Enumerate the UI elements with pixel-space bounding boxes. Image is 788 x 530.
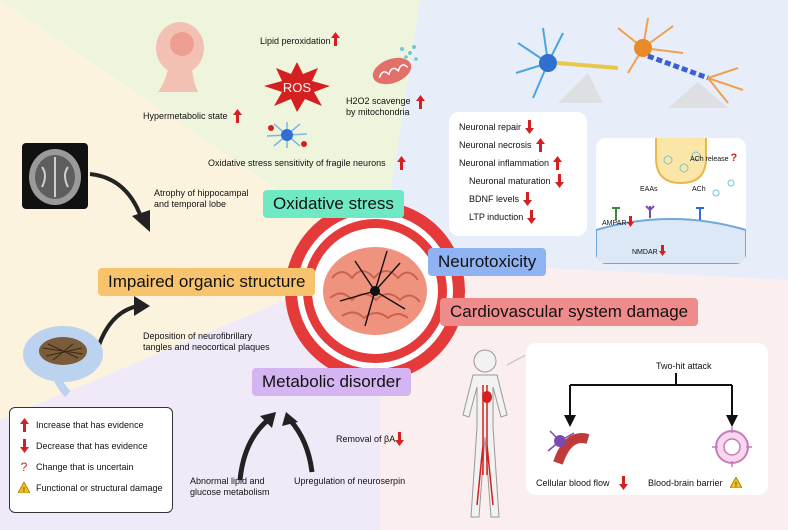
svg-text:!: !	[735, 482, 737, 488]
brain-scan-icon	[22, 143, 88, 209]
legend-text: Decrease that has evidence	[36, 440, 148, 451]
legend-item: ? Change that is uncertain	[18, 456, 164, 477]
decrease-arrow-icon	[627, 216, 634, 227]
neuro-effect-item: BDNF levels	[455, 190, 581, 208]
question-mark-icon: ?	[20, 459, 28, 474]
neuro-effect-item: Neuronal maturation	[455, 172, 581, 190]
synapse-card: ACh release ? EAAs ACh AMPAR NMDAR	[596, 138, 746, 264]
cellular-blood-flow-label: Cellular blood flow	[536, 478, 610, 488]
category-cardiovascular-damage: Cardiovascular system damage	[440, 298, 699, 326]
decrease-arrow-icon	[523, 192, 533, 206]
category-oxidative-stress: Oxidative stress	[263, 190, 404, 218]
category-neurotoxicity: Neurotoxicity	[428, 248, 547, 276]
legend-item: ! Functional or structural damage	[18, 477, 164, 498]
decrease-arrow-icon	[527, 210, 537, 224]
neuro-effect-text: LTP induction	[469, 212, 524, 222]
decrease-arrow-icon	[554, 174, 564, 188]
neuro-effect-text: Neuronal maturation	[469, 176, 551, 186]
warning-icon: !	[18, 482, 30, 493]
human-body-circulation-icon	[462, 349, 525, 518]
ros-burst-icon: ROS	[264, 62, 330, 112]
neurons-icon	[515, 18, 744, 108]
decrease-arrow-icon	[659, 245, 666, 256]
svg-text:!: !	[23, 487, 25, 493]
increase-arrow-icon	[535, 138, 545, 152]
legend-text: Functional or structural damage	[36, 482, 163, 493]
fragile-neuron-icon	[266, 122, 308, 148]
double-curved-arrow-icon	[237, 412, 315, 481]
neuro-effect-item: LTP induction	[455, 208, 581, 226]
increase-arrow-icon	[416, 95, 425, 109]
increase-arrow-icon	[19, 417, 29, 432]
increase-arrow-icon	[233, 109, 242, 123]
lipid-peroxidation-label: Lipid peroxidation	[260, 36, 331, 46]
blood-vessel-icon	[547, 430, 590, 465]
two-hit-connector	[564, 373, 738, 427]
warning-icon: !	[730, 477, 742, 488]
synapse-diagram	[596, 138, 746, 264]
legend-item: Increase that has evidence	[18, 414, 164, 435]
category-metabolic-disorder: Metabolic disorder	[252, 368, 411, 396]
increase-arrow-icon	[553, 156, 563, 170]
mitochondria-icon	[372, 45, 418, 85]
neuro-effect-item: Neuronal repair	[455, 118, 581, 136]
brain-plaques-icon	[23, 326, 103, 398]
two-hit-title: Two-hit attack	[656, 361, 712, 371]
neuro-effect-item: Neuronal inflammation	[455, 154, 581, 172]
ach-label: ACh	[692, 186, 706, 193]
neuro-effect-text: Neuronal repair	[459, 122, 522, 132]
neuro-effect-text: BDNF levels	[469, 194, 520, 204]
two-hit-attack-card: Two-hit attack Cellular blood flow Blood…	[526, 343, 768, 495]
blood-brain-barrier-icon	[712, 427, 752, 467]
legend-text: Increase that has evidence	[36, 419, 144, 430]
ach-release-label: ACh release ?	[690, 152, 738, 164]
fragile-neurons-label: Oxidative stress sensitivity of fragile …	[208, 158, 386, 168]
ampar-label: AMPAR	[602, 220, 627, 227]
decrease-arrow-icon	[525, 120, 535, 134]
eaas-label: EAAs	[640, 186, 658, 193]
curved-arrow-icon	[89, 172, 150, 232]
increase-arrow-icon	[397, 156, 406, 170]
neuro-effect-text: Neuronal inflammation	[459, 158, 550, 168]
decrease-arrow-icon	[19, 438, 29, 453]
central-brain-graphic	[285, 201, 465, 381]
category-impaired-organic-structure: Impaired organic structure	[98, 268, 316, 296]
head-icon	[156, 22, 204, 92]
blood-brain-barrier-label: Blood-brain barrier	[648, 478, 723, 488]
decrease-arrow-icon	[395, 432, 404, 446]
decrease-arrow-icon	[619, 476, 628, 490]
increase-arrow-icon	[331, 32, 340, 46]
removal-ba-label: Removal of βA	[336, 434, 396, 444]
neuro-effect-text: Neuronal necrosis	[459, 140, 532, 150]
legend-text: Change that is uncertain	[36, 461, 134, 472]
legend-item: Decrease that has evidence	[18, 435, 164, 456]
hypermetabolic-label: Hypermetabolic state	[143, 111, 228, 121]
neuro-effect-item: Neuronal necrosis	[455, 136, 581, 154]
ros-text: ROS	[283, 80, 312, 95]
nmdar-label: NMDAR	[632, 249, 658, 256]
neuroserpin-label: Upregulation of neuroserpin	[294, 476, 406, 486]
